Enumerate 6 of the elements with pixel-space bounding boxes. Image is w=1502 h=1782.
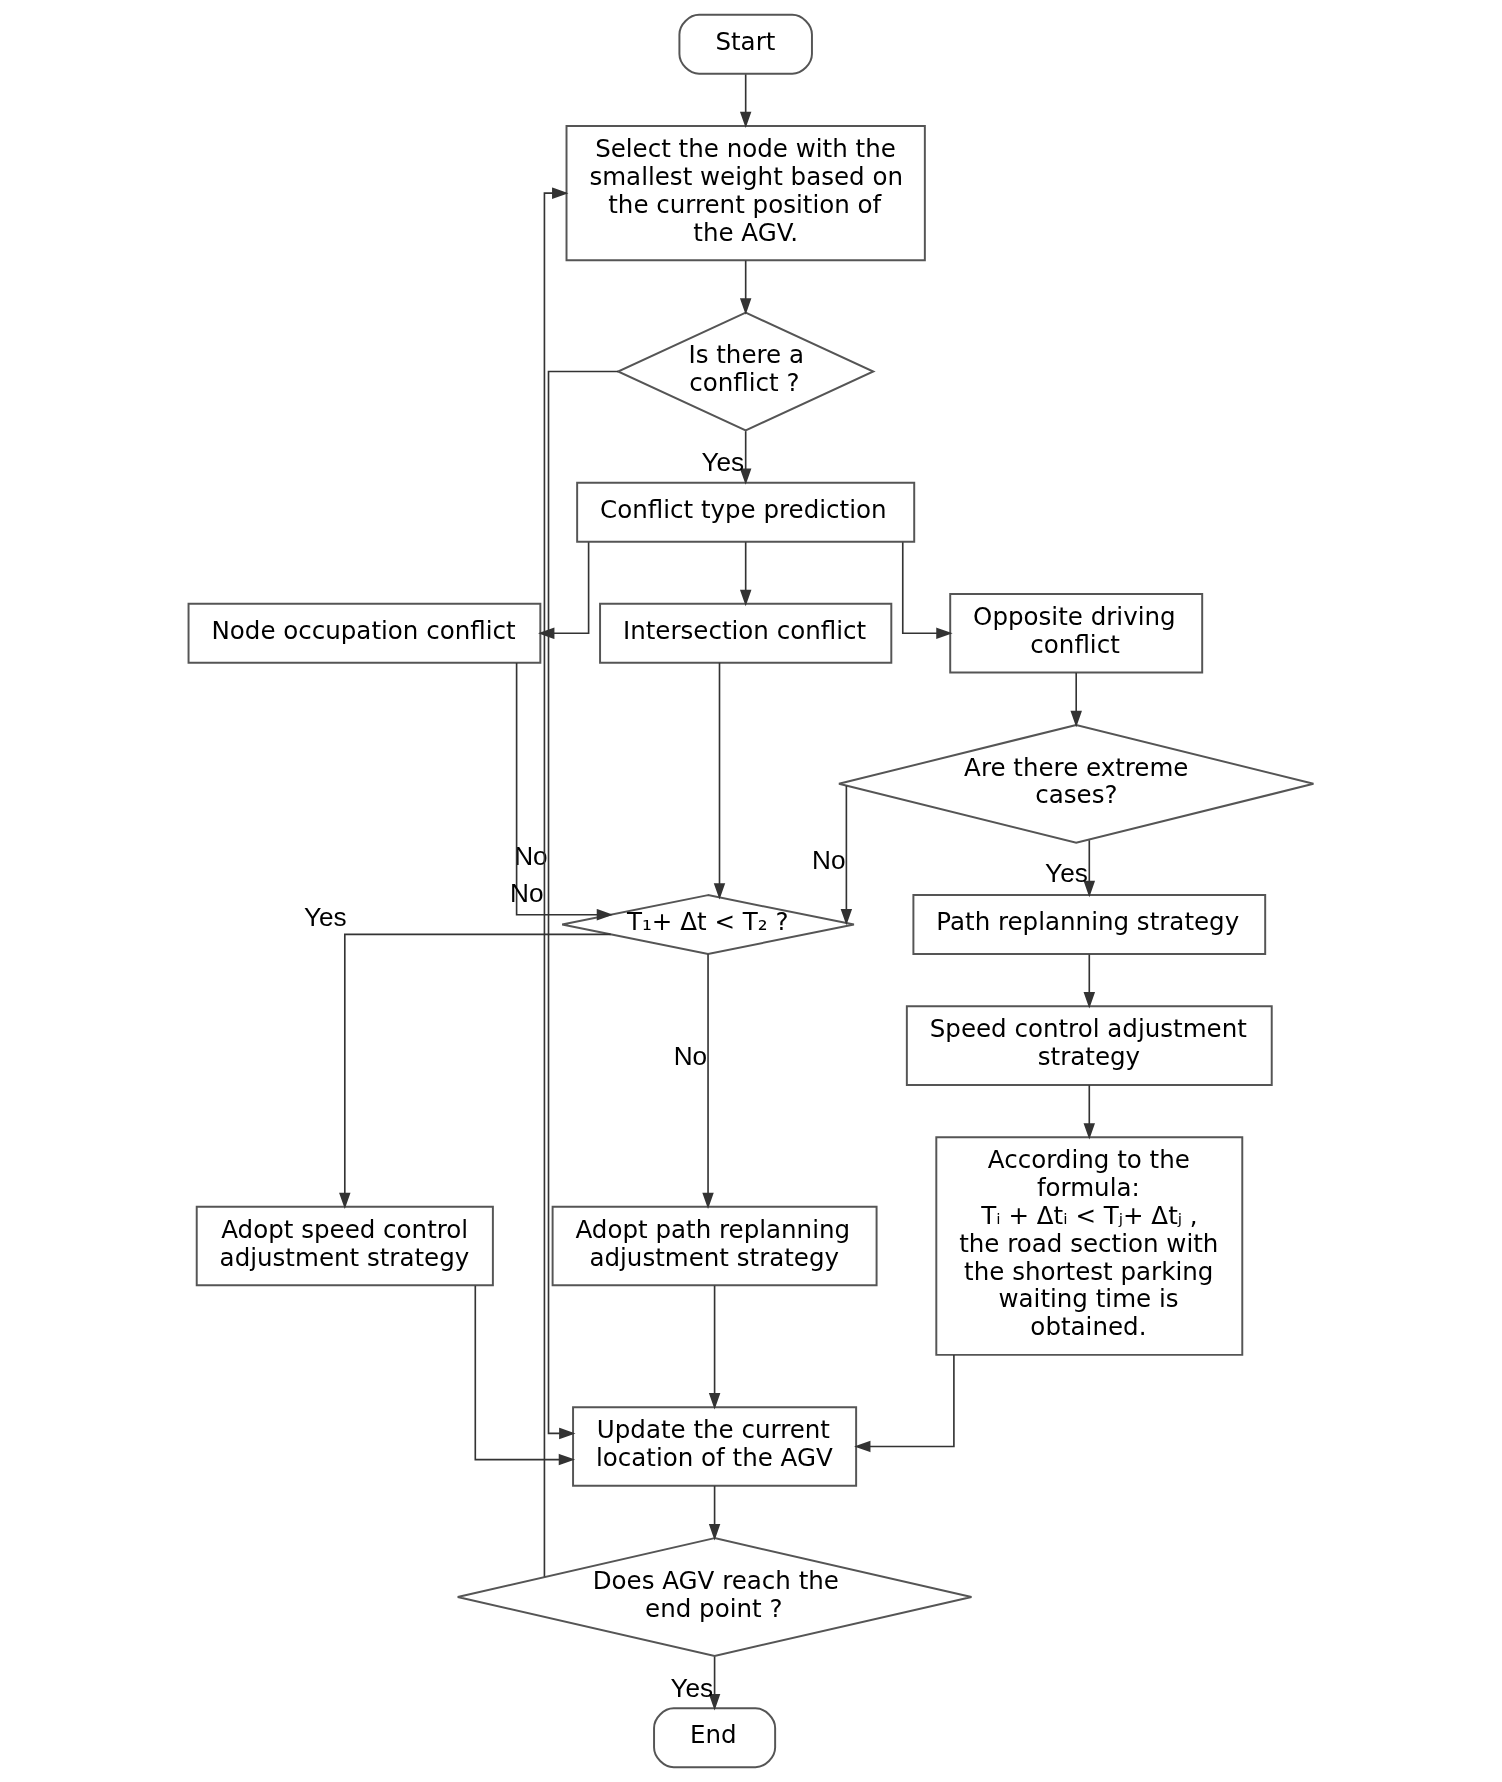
edge-label: No xyxy=(673,1041,708,1072)
edge-label: Yes xyxy=(701,447,745,478)
edge-label: Yes xyxy=(304,901,347,932)
edge-label: Yes xyxy=(1045,857,1088,888)
edge-label: No xyxy=(812,844,846,875)
edge-label: Yes xyxy=(670,1672,714,1703)
